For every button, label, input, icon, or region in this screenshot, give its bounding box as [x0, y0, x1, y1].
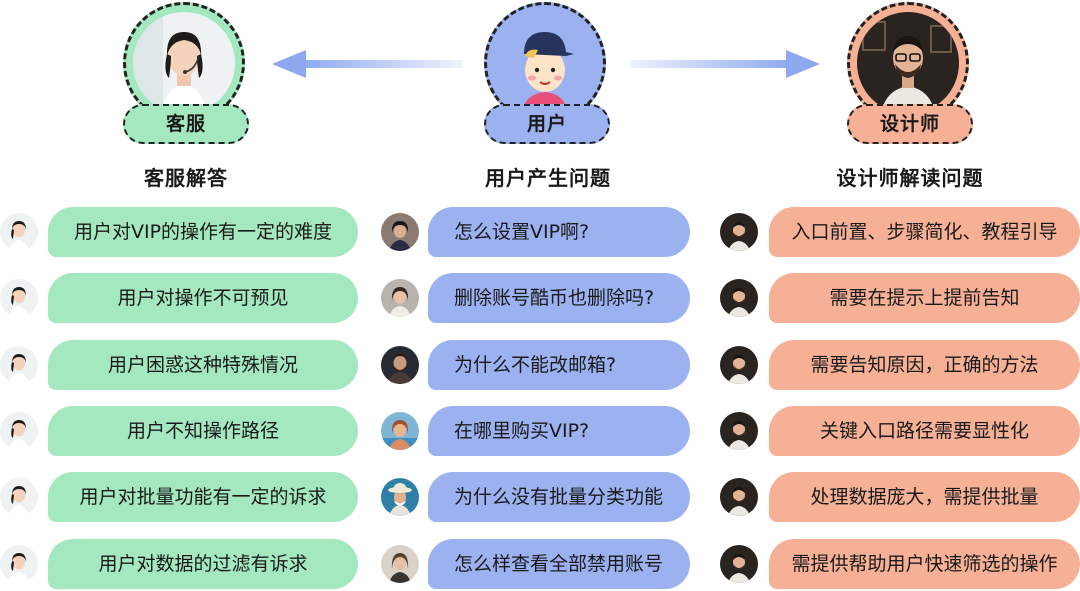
service-avatar-ring	[123, 2, 245, 124]
designer-row-bubble: 需要告知原因，正确的方法	[769, 340, 1080, 390]
designer-row-bubble: 入口前置、步骤简化、教程引导	[769, 207, 1080, 257]
service-row-bubble: 用户对数据的过滤有诉求	[48, 539, 358, 589]
designer-row-avatar	[720, 279, 758, 317]
service-row-avatar	[0, 412, 38, 450]
designer-row-avatar	[720, 412, 758, 450]
user-row-bubble: 为什么没有批量分类功能	[428, 472, 690, 522]
service-row-avatar	[0, 279, 38, 317]
user-row-avatar	[381, 213, 419, 251]
user-row-avatar	[381, 412, 419, 450]
user-row-avatar	[381, 279, 419, 317]
user-row-bubble: 为什么不能改邮箱?	[428, 340, 690, 390]
service-row-bubble: 用户困惑这种特殊情况	[48, 340, 358, 390]
user-row-avatar	[381, 346, 419, 384]
service-row-avatar	[0, 346, 38, 384]
service-row-avatar	[0, 478, 38, 516]
service-row-avatar	[0, 545, 38, 583]
service-column-title: 客服解答	[144, 166, 228, 190]
user-row-bubble: 怎么设置VIP啊?	[428, 207, 690, 257]
designer-avatar	[857, 12, 959, 114]
designer-row-avatar	[720, 545, 758, 583]
arrow-to-designer	[630, 50, 820, 78]
designer-row-avatar	[720, 478, 758, 516]
user-row-bubble: 怎么样查看全部禁用账号	[428, 539, 690, 589]
service-row-bubble: 用户不知操作路径	[48, 406, 358, 456]
arrow-to-service	[272, 50, 462, 78]
designer-row-bubble: 处理数据庞大，需提供批量	[769, 472, 1080, 522]
designer-avatar-ring	[847, 2, 969, 124]
user-column-title: 用户产生问题	[485, 166, 611, 190]
user-row-bubble: 删除账号酷币也删除吗?	[428, 273, 690, 323]
designer-role-label: 设计师	[847, 104, 973, 144]
service-row-bubble: 用户对VIP的操作有一定的难度	[48, 207, 358, 257]
user-head: 用户	[462, 0, 632, 150]
service-agent-avatar	[133, 12, 235, 114]
service-row-bubble: 用户对操作不可预见	[48, 273, 358, 323]
designer-row-bubble: 需要在提示上提前告知	[769, 273, 1080, 323]
service-head: 客服	[101, 0, 271, 150]
service-row-bubble: 用户对批量功能有一定的诉求	[48, 472, 358, 522]
service-role-label: 客服	[123, 104, 249, 144]
user-role-label: 用户	[484, 104, 610, 144]
service-row-avatar	[0, 213, 38, 251]
designer-row-bubble: 关键入口路径需要显性化	[769, 406, 1080, 456]
user-row-bubble: 在哪里购买VIP?	[428, 406, 690, 456]
designer-row-bubble: 需提供帮助用户快速筛选的操作	[769, 539, 1080, 589]
designer-row-avatar	[720, 213, 758, 251]
user-row-avatar	[381, 478, 419, 516]
designer-row-avatar	[720, 346, 758, 384]
user-row-avatar	[381, 545, 419, 583]
cartoon-user-avatar	[494, 12, 596, 114]
designer-column-title: 设计师解读问题	[836, 166, 984, 190]
designer-head: 设计师	[825, 0, 995, 150]
